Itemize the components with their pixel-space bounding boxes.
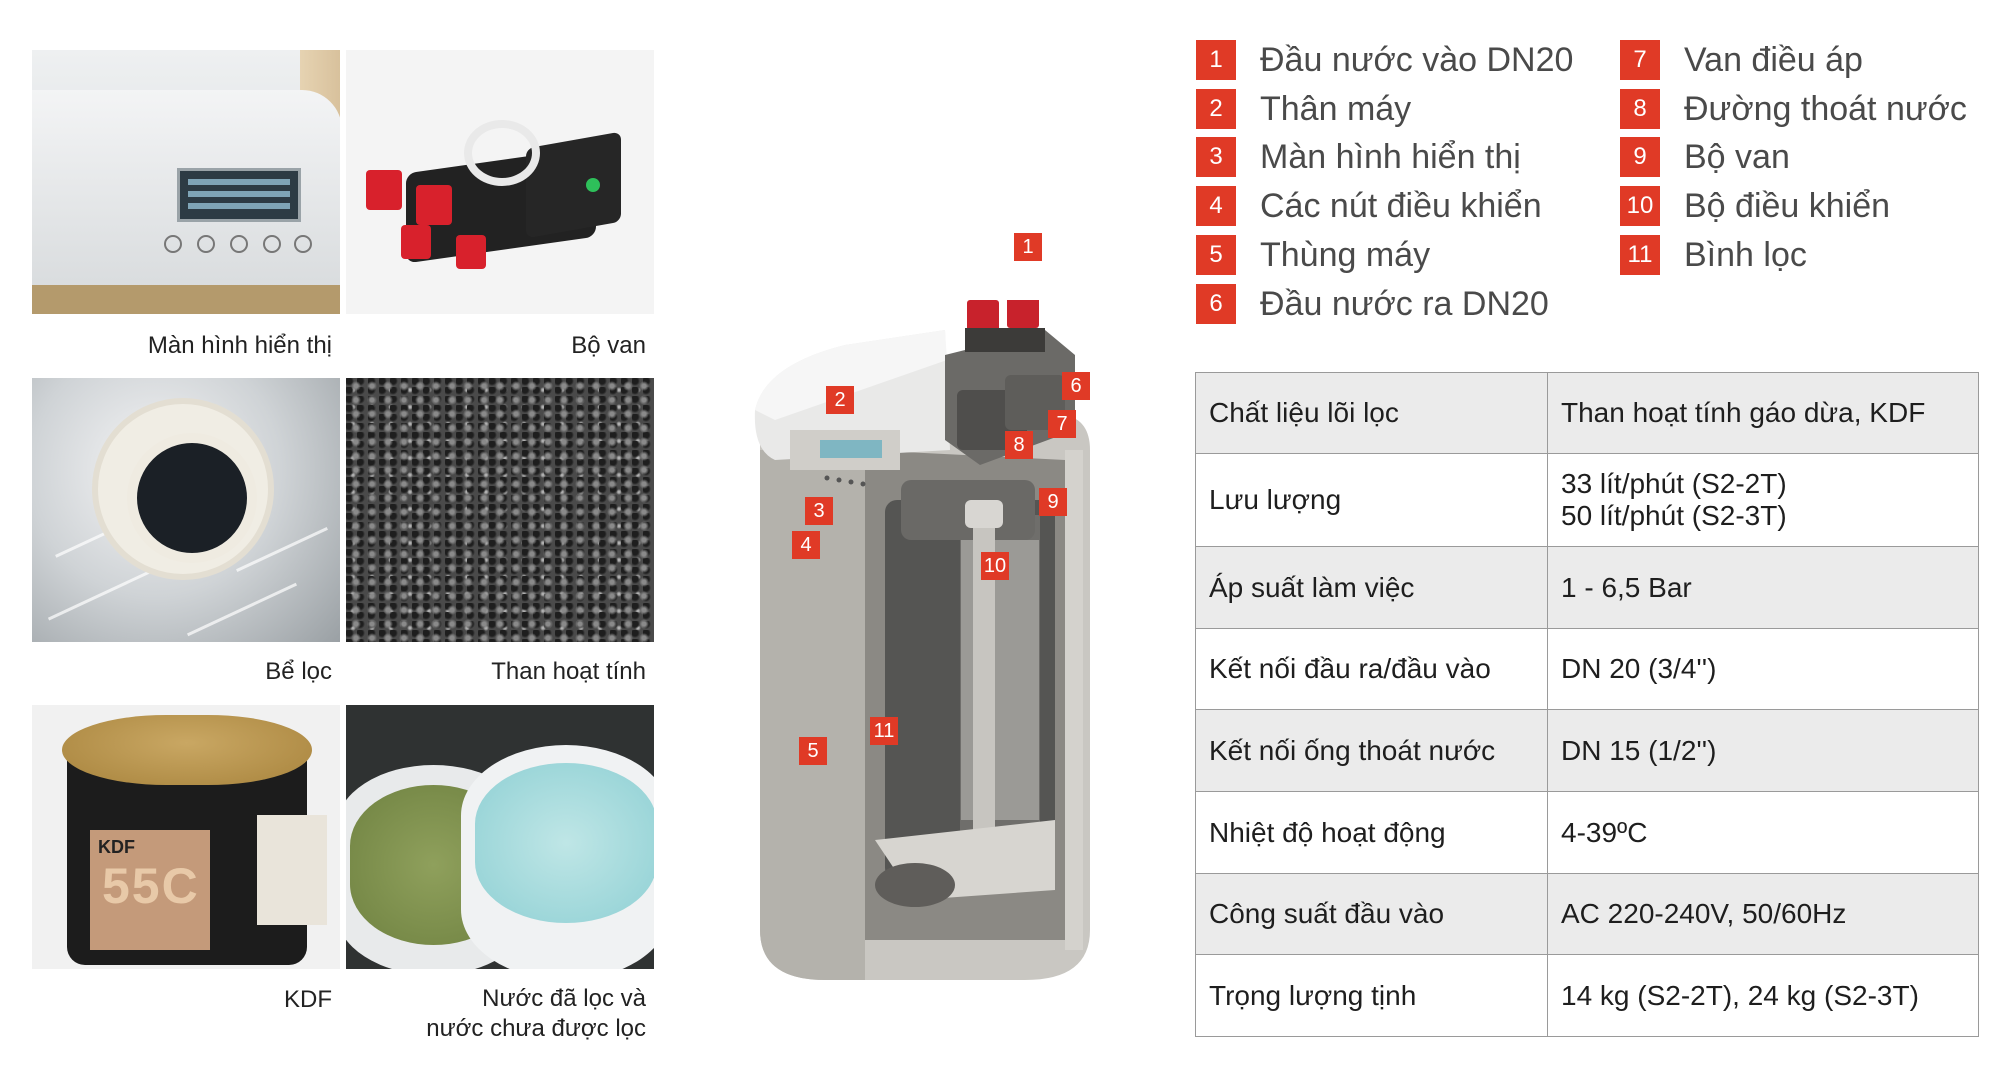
marker-2: 2 <box>826 386 854 414</box>
spec-value: DN 20 (3/4'') <box>1547 628 1979 710</box>
legend-label-3: Màn hình hiển thị <box>1260 138 1521 176</box>
legend-num-8: 8 <box>1620 89 1660 129</box>
legend-label-2: Thân máy <box>1260 90 1412 128</box>
legend-num-5: 5 <box>1196 235 1236 275</box>
legend-label-6: Đầu nước ra DN20 <box>1260 285 1549 323</box>
marker-3: 3 <box>805 497 833 525</box>
activated-carbon-photo <box>346 378 654 642</box>
photo-caption-valve: Bộ van <box>571 332 646 359</box>
table-row: Trọng lượng tịnh 14 kg (S2-2T), 24 kg (S… <box>1195 954 1979 1037</box>
marker-10: 10 <box>981 552 1009 580</box>
table-row: Chất liệu lõi lọc Than hoạt tính gáo dừa… <box>1195 372 1979 454</box>
marker-5: 5 <box>799 737 827 765</box>
machine-illustration <box>754 294 1090 980</box>
spec-value: DN 15 (1/2'') <box>1547 709 1979 792</box>
specifications-table: Chất liệu lõi lọc Than hoạt tính gáo dừa… <box>1195 372 1979 1037</box>
spec-key: Nhiệt độ hoạt động <box>1195 791 1548 874</box>
spec-value: 33 lít/phút (S2-2T) 50 lít/phút (S2-3T) <box>1547 453 1979 547</box>
spec-key: Lưu lượng <box>1195 453 1548 547</box>
legend-num-11: 11 <box>1620 235 1660 275</box>
photo-caption-carbon: Than hoạt tính <box>491 658 646 685</box>
spec-key: Kết nối ống thoát nước <box>1195 709 1548 792</box>
photo-caption-tank: Bể lọc <box>265 658 332 685</box>
legend-num-9: 9 <box>1620 137 1660 177</box>
spec-key: Kết nối đầu ra/đầu vào <box>1195 628 1548 710</box>
legend-label-9: Bộ van <box>1684 138 1790 176</box>
legend-label-11: Bình lọc <box>1684 236 1807 274</box>
filter-tank-photo <box>32 378 340 642</box>
spec-value: AC 220-240V, 50/60Hz <box>1547 873 1979 955</box>
marker-11: 11 <box>870 717 898 745</box>
spec-value: Than hoạt tính gáo dừa, KDF <box>1547 372 1979 454</box>
kdf-photo: KDF 55C <box>32 705 340 969</box>
spec-key: Công suất đầu vào <box>1195 873 1548 955</box>
photo-caption-kdf: KDF <box>284 986 332 1013</box>
spec-value: 1 - 6,5 Bar <box>1547 546 1979 629</box>
photo-caption-water: Nước đã lọc và nước chưa được lọc <box>426 985 646 1042</box>
table-row: Áp suất làm việc 1 - 6,5 Bar <box>1195 546 1979 629</box>
legend-label-1: Đầu nước vào DN20 <box>1260 41 1574 79</box>
spec-value: 4-39ºC <box>1547 791 1979 874</box>
legend-num-3: 3 <box>1196 137 1236 177</box>
water-comparison-photo <box>346 705 654 969</box>
machine-cutaway-diagram: 1 2 3 4 5 6 7 8 9 10 11 <box>735 233 1125 980</box>
legend-label-7: Van điều áp <box>1684 41 1863 79</box>
legend-num-1: 1 <box>1196 40 1236 80</box>
photo-caption-display: Màn hình hiển thị <box>147 332 332 359</box>
legend-label-8: Đường thoát nước <box>1684 90 1967 128</box>
table-row: Nhiệt độ hoạt động 4-39ºC <box>1195 791 1979 874</box>
valve-photo <box>346 50 654 314</box>
marker-6: 6 <box>1062 372 1090 400</box>
marker-1: 1 <box>1014 233 1042 261</box>
lcd-screen <box>177 168 301 222</box>
legend-label-5: Thùng máy <box>1260 236 1431 274</box>
marker-7: 7 <box>1048 410 1076 438</box>
legend-num-7: 7 <box>1620 40 1660 80</box>
table-row: Công suất đầu vào AC 220-240V, 50/60Hz <box>1195 873 1979 955</box>
legend-label-4: Các nút điều khiển <box>1260 187 1542 225</box>
legend-label-10: Bộ điều khiển <box>1684 187 1891 225</box>
legend-num-4: 4 <box>1196 186 1236 226</box>
marker-9: 9 <box>1039 488 1067 516</box>
table-row: Kết nối ống thoát nước DN 15 (1/2'') <box>1195 709 1979 792</box>
legend-num-10: 10 <box>1620 186 1660 226</box>
spec-key: Chất liệu lõi lọc <box>1195 372 1548 454</box>
display-screen-photo <box>32 50 340 314</box>
marker-8: 8 <box>1005 431 1033 459</box>
marker-4: 4 <box>792 531 820 559</box>
spec-key: Áp suất làm việc <box>1195 546 1548 629</box>
spec-key: Trọng lượng tịnh <box>1195 954 1548 1037</box>
legend-num-2: 2 <box>1196 89 1236 129</box>
legend-num-6: 6 <box>1196 284 1236 324</box>
table-row: Lưu lượng 33 lít/phút (S2-2T) 50 lít/phú… <box>1195 453 1979 547</box>
spec-value: 14 kg (S2-2T), 24 kg (S2-3T) <box>1547 954 1979 1037</box>
table-row: Kết nối đầu ra/đầu vào DN 20 (3/4'') <box>1195 628 1979 710</box>
